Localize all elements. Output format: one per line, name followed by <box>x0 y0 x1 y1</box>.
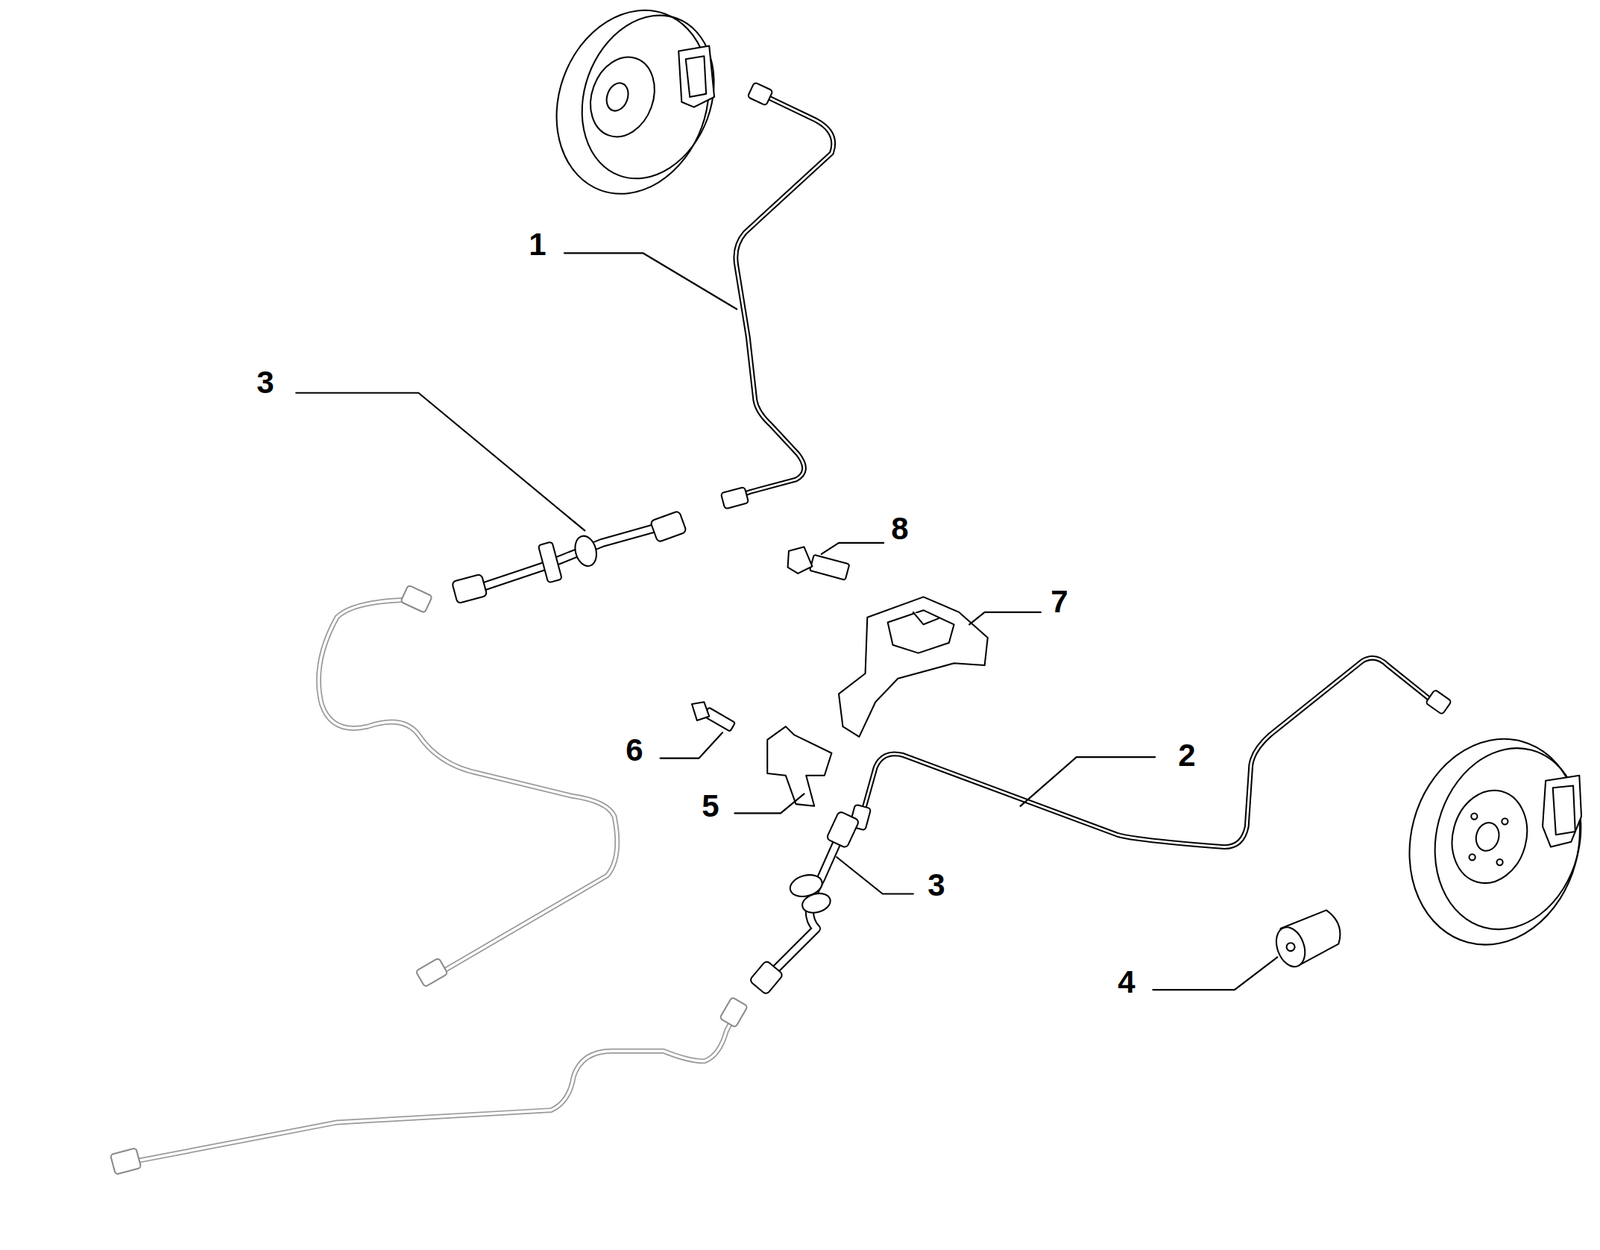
callout-number: 1 <box>525 227 549 262</box>
ghost-pipe <box>110 584 748 1174</box>
brake-disc <box>1386 719 1600 965</box>
callout-number: 5 <box>698 788 722 824</box>
leader-line <box>295 252 1278 990</box>
brake-hose <box>749 810 860 995</box>
bracket <box>838 596 988 736</box>
callout-number: 3 <box>253 365 277 400</box>
callout-number: 3 <box>924 867 948 903</box>
brake-hose <box>451 510 687 604</box>
brake-pipe <box>720 82 834 509</box>
bushing <box>1271 909 1340 970</box>
brake-disc <box>531 0 736 216</box>
callout-number: 6 <box>622 732 646 768</box>
bolt <box>691 701 736 731</box>
callout-number: 8 <box>887 511 912 546</box>
callout-number: 7 <box>1047 584 1071 619</box>
bracket <box>767 726 832 806</box>
callout-number: 4 <box>1114 964 1138 1000</box>
callout-number: 2 <box>1175 738 1199 773</box>
bolt <box>788 546 850 580</box>
brake-pipe <box>849 657 1452 847</box>
